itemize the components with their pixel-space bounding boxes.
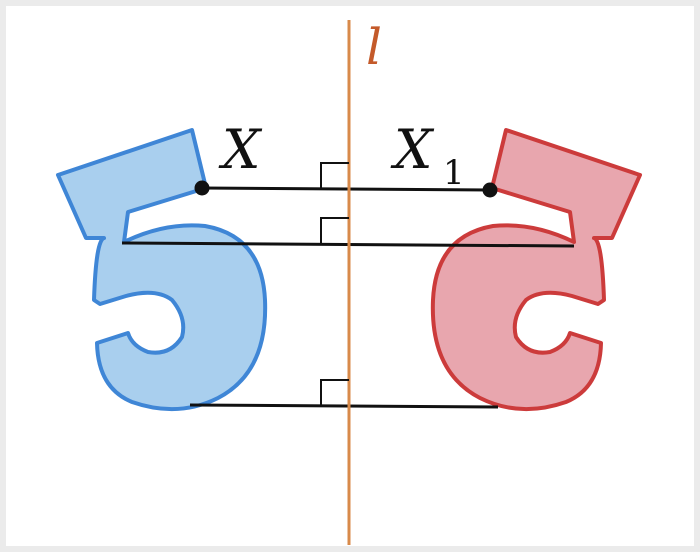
point-x1-label: X [390,118,435,181]
point-x1 [482,182,498,198]
segment-bottom [189,403,499,409]
point-x1-subscript: 1 [443,153,465,193]
segment-x-x1 [201,186,491,192]
right-angle-mark-top [320,162,349,189]
right-angle-mark-bottom [320,379,349,406]
right-angle-mark-middle [320,217,349,244]
point-x [194,180,210,196]
axis-label: l [366,18,382,76]
point-x-label: X [218,118,263,181]
